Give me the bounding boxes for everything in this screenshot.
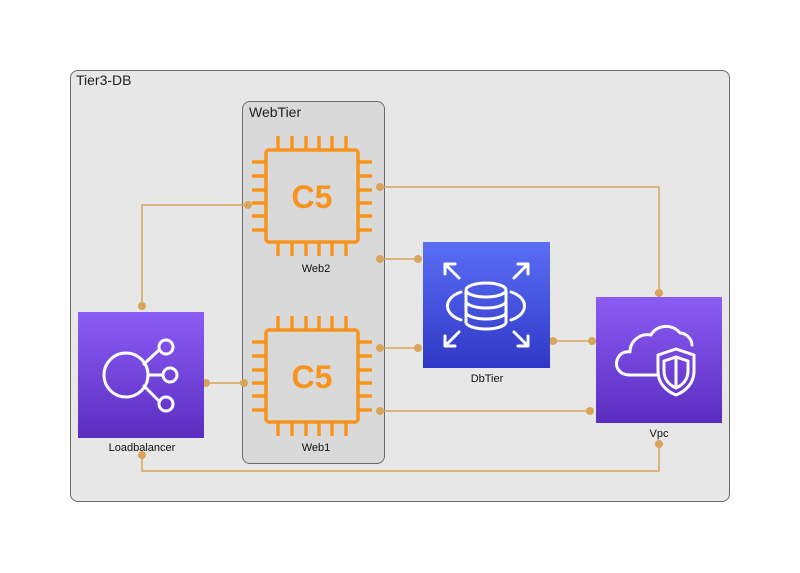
ec2-c5-instance-icon[interactable]: C5	[252, 136, 372, 256]
rds-database-icon[interactable]	[423, 242, 550, 368]
web1-label: Web1	[301, 442, 331, 454]
web2-chip-text: C5	[292, 179, 333, 215]
loadbalancer-label: Loadbalancer	[108, 442, 176, 454]
dbtier-label: DbTier	[470, 373, 504, 385]
web1-chip-text: C5	[292, 359, 333, 395]
ec2-c5-instance-icon[interactable]: C5	[252, 316, 372, 436]
vpc-label: Vpc	[649, 428, 669, 440]
web2-label: Web2	[301, 263, 331, 275]
edge-loadbalancer-vpc	[141, 444, 660, 472]
webtier-group-title: WebTier	[249, 104, 302, 120]
elastic-load-balancer-icon[interactable]	[78, 312, 204, 438]
tier3-db-group-title: Tier3-DB	[76, 72, 132, 88]
edge-loadbalancer-web2	[141, 204, 248, 306]
vpc-cloud-shield-icon[interactable]	[596, 297, 722, 423]
edge-web2-vpc	[380, 186, 660, 293]
